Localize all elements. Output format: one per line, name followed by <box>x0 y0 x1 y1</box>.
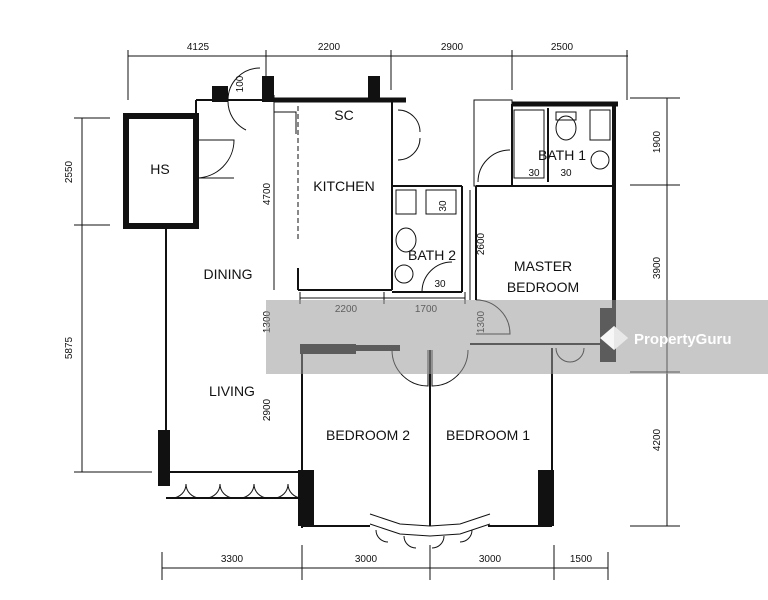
room-labels: HS KITCHEN SC DINING LIVING BATH 1 BATH … <box>150 107 586 443</box>
dim-right-3: 4200 <box>652 428 663 451</box>
dim-right-1: 1900 <box>652 130 663 153</box>
dim-top-4: 2500 <box>551 42 574 53</box>
dim-bottom-4: 1500 <box>570 554 593 565</box>
room-dining: DINING <box>204 266 253 282</box>
room-bedroom-2: BEDROOM 2 <box>326 427 410 443</box>
room-bath-2: BATH 2 <box>408 247 456 263</box>
propertyguru-logo-icon <box>600 326 628 350</box>
dim-bottom-2: 3000 <box>355 554 378 565</box>
dim-master-height: 2600 <box>476 232 487 255</box>
dim-bottom-1: 3300 <box>221 554 244 565</box>
dim-top-1: 4125 <box>187 42 210 53</box>
bathroom-fixtures <box>297 106 611 284</box>
dim-left-1: 2550 <box>64 160 75 183</box>
room-sc: SC <box>334 107 353 123</box>
bath1-fixture-30a: 30 <box>528 168 540 179</box>
watermark-band <box>266 300 768 374</box>
fixture-labels: 100 30 30 30 30 <box>235 75 572 290</box>
room-kitchen: KITCHEN <box>313 178 374 194</box>
watermark-text: PropertyGuru <box>634 331 732 348</box>
dim-top-3: 2900 <box>441 42 464 53</box>
bath2-fixture-30b: 30 <box>434 279 446 290</box>
dim-kitchen-height: 4700 <box>262 182 273 205</box>
room-master-line-1: MASTER <box>514 258 572 274</box>
room-living: LIVING <box>209 383 255 399</box>
dim-top-2: 2200 <box>318 42 341 53</box>
bath2-fixture-30a: 30 <box>438 200 449 212</box>
dim-bottom-3: 3000 <box>479 554 502 565</box>
room-bedroom-1: BEDROOM 1 <box>446 427 530 443</box>
room-bath-1: BATH 1 <box>538 147 586 163</box>
door-100-label: 100 <box>235 75 246 92</box>
dim-living-height: 2900 <box>262 398 273 421</box>
dim-left-2: 5875 <box>64 336 75 359</box>
bath1-fixture-30b: 30 <box>560 168 572 179</box>
room-master-line-2: BEDROOM <box>507 279 579 295</box>
dim-right-2: 3900 <box>652 256 663 279</box>
room-hs: HS <box>150 161 169 177</box>
watermark: PropertyGuru <box>600 326 732 350</box>
